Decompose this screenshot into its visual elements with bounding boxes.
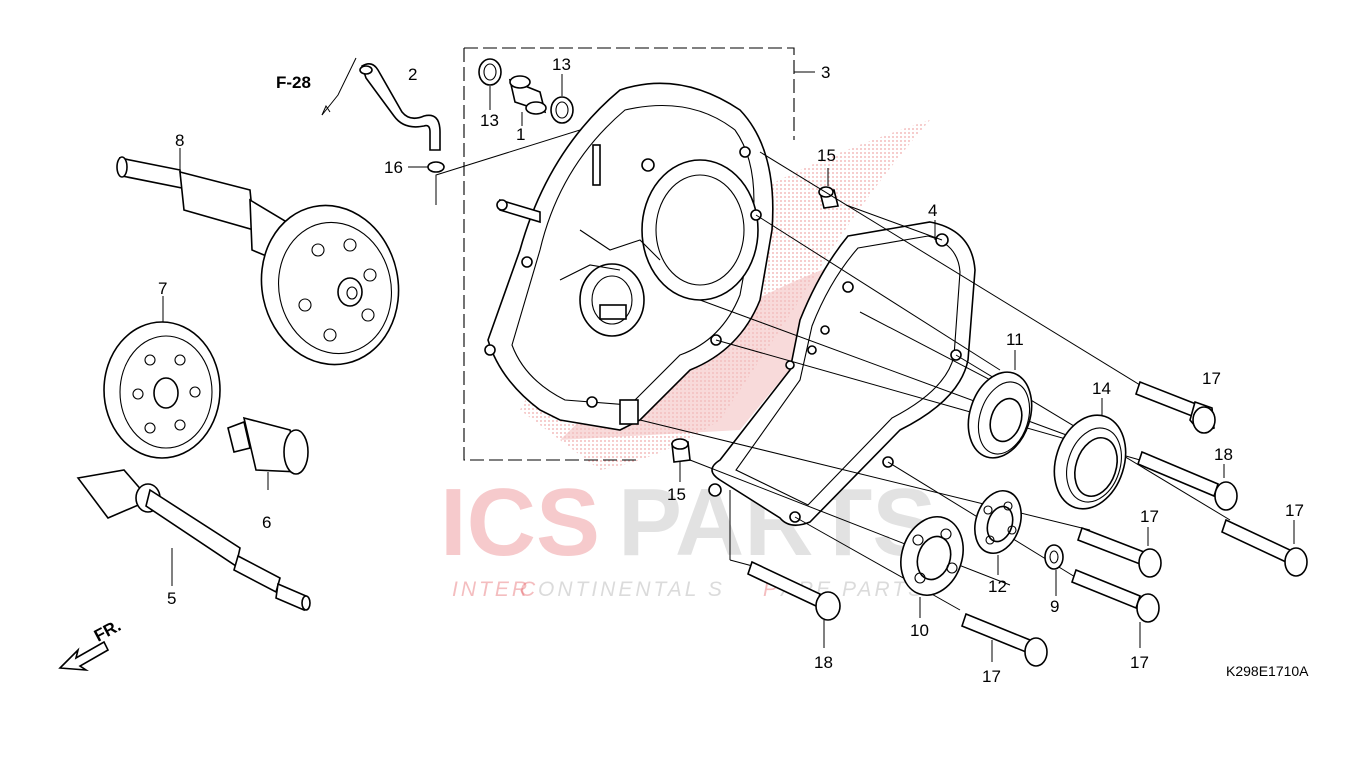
front-label: FR. xyxy=(91,616,124,646)
part-9-washer xyxy=(1044,544,1064,596)
callout-4: 4 xyxy=(928,201,937,220)
part-17-bolt-a xyxy=(1135,380,1216,434)
part-15-dowel-top xyxy=(818,168,839,209)
callout-14: 14 xyxy=(1092,379,1111,398)
part-1-collar xyxy=(508,75,547,126)
callout-17-c: 17 xyxy=(1140,507,1159,526)
callout-11: 11 xyxy=(1006,330,1024,349)
part-18-bolt-a xyxy=(1137,450,1238,511)
part-3-bracket xyxy=(463,47,815,461)
callout-9: 9 xyxy=(1050,597,1059,616)
watermark-tagline-ontinental: ONTINENTAL S xyxy=(538,578,725,601)
callout-12: 12 xyxy=(988,577,1007,596)
diagram-code: K298E1710A xyxy=(1226,663,1309,679)
callout-7: 7 xyxy=(158,279,167,298)
front-arrow: FR. xyxy=(58,616,124,672)
part-11-bearing xyxy=(967,350,1033,459)
callout-13-a: 13 xyxy=(480,111,499,130)
reference-f28: F-28 xyxy=(276,57,357,116)
part-16-clip xyxy=(408,161,445,173)
part-17-bolt-b xyxy=(1221,518,1308,577)
callout-13-b: 13 xyxy=(552,55,571,74)
transmission-cover xyxy=(484,82,774,431)
part-8-countershaft xyxy=(116,148,400,366)
callout-1: 1 xyxy=(516,125,525,144)
part-17-bolt-e xyxy=(961,612,1048,667)
part-7-gear xyxy=(103,296,221,459)
callout-15-b: 15 xyxy=(667,485,686,504)
part-18-bolt-b xyxy=(747,560,841,648)
callout-8: 8 xyxy=(175,131,184,150)
callout-labels: 1 2 3 4 5 6 7 8 9 10 11 12 13 13 14 15 1… xyxy=(158,55,1304,686)
callout-5: 5 xyxy=(167,589,176,608)
watermark-tagline-inter: INTER xyxy=(452,578,530,601)
part-17-bolt-d xyxy=(1071,568,1160,648)
watermark-tagline-c: C xyxy=(520,578,538,601)
part-4-gasket xyxy=(708,220,976,526)
part-5-final-shaft xyxy=(76,469,311,612)
callout-17-d: 17 xyxy=(1130,653,1149,672)
callout-18-b: 18 xyxy=(814,653,833,672)
callout-18-a: 18 xyxy=(1214,445,1233,464)
callout-17-e: 17 xyxy=(982,667,1001,686)
part-10-bearing xyxy=(900,516,964,618)
callout-17-a: 17 xyxy=(1202,369,1221,388)
callout-17-b: 17 xyxy=(1285,501,1304,520)
callout-3: 3 xyxy=(821,63,830,82)
callout-2: 2 xyxy=(408,65,417,84)
part-13-seal-b xyxy=(550,74,574,124)
part-12-bearing xyxy=(974,490,1022,575)
part-17-bolt-c xyxy=(1076,526,1162,578)
part-2-hose xyxy=(359,62,441,151)
part-6-pinion xyxy=(227,416,309,490)
watermark-brand-ics: ICS xyxy=(440,469,600,576)
callout-15-a: 15 xyxy=(817,146,836,165)
callout-16: 16 xyxy=(384,158,403,177)
callout-6: 6 xyxy=(262,513,271,532)
part-13-seal-a xyxy=(478,58,502,110)
part-15-dowel-bottom xyxy=(671,438,691,482)
part-14-oil-seal xyxy=(1053,398,1127,510)
callout-10: 10 xyxy=(910,621,929,640)
ref-label-f28: F-28 xyxy=(276,73,311,92)
